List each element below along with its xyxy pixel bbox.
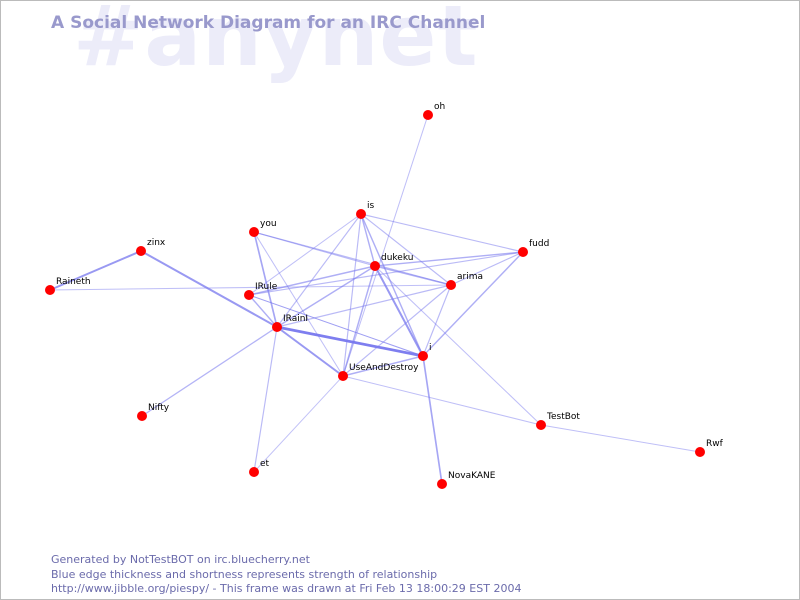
node-dot[interactable] xyxy=(536,420,546,430)
node-label: UseAndDestroy xyxy=(349,363,419,373)
node-IRule[interactable]: IRule xyxy=(244,282,278,300)
edge-UseAndDestroy-TestBot xyxy=(342,375,542,426)
node-arima[interactable]: arima xyxy=(446,272,483,290)
node-label: dukeku xyxy=(381,253,413,263)
edge-dukeku-i xyxy=(374,265,424,357)
node-dot[interactable] xyxy=(272,322,282,332)
edge-is-fudd xyxy=(360,213,524,253)
edge-is-dukeku xyxy=(360,213,376,267)
node-label: IRainI xyxy=(283,314,308,324)
node-dot[interactable] xyxy=(446,280,456,290)
edge-IRainI-zinx xyxy=(140,250,278,328)
edge-is-UseAndDestroy xyxy=(342,213,362,377)
node-zinx[interactable]: zinx xyxy=(136,238,166,256)
edge-IRule-i xyxy=(248,294,424,357)
edge-arima-UseAndDestroy xyxy=(342,284,452,377)
edge-i-UseAndDestroy xyxy=(342,355,424,377)
edge-you-arima xyxy=(253,231,452,286)
channel-watermark: #anynet xyxy=(73,0,479,85)
node-label: zinx xyxy=(147,238,166,248)
edge-layer xyxy=(49,114,701,485)
node-label: arima xyxy=(457,272,483,282)
node-TestBot[interactable]: TestBot xyxy=(536,412,580,430)
edge-IRainI-et xyxy=(253,326,278,473)
node-dot[interactable] xyxy=(418,351,428,361)
node-label: oh xyxy=(434,102,445,112)
footer-generated-by: Generated by NotTestBOT on irc.bluecherr… xyxy=(51,553,310,566)
node-is[interactable]: is xyxy=(356,201,375,219)
edge-IRainI-dukeku xyxy=(276,265,376,328)
node-fudd[interactable]: fudd xyxy=(518,239,549,257)
edge-arima-i xyxy=(422,284,452,357)
node-dot[interactable] xyxy=(45,285,55,295)
footer-notes: Generated by NotTestBOT on irc.bluecherr… xyxy=(51,553,521,597)
node-label: you xyxy=(260,219,277,229)
edge-i-IRule xyxy=(248,294,424,357)
edge-IRule-is xyxy=(248,213,362,296)
edge-you-IRainI xyxy=(253,231,278,328)
node-NovaKANE[interactable]: NovaKANE xyxy=(437,471,496,489)
node-oh[interactable]: oh xyxy=(423,102,445,120)
node-dot[interactable] xyxy=(137,411,147,421)
node-label: et xyxy=(260,459,270,469)
footer-link[interactable]: http://www.jibble.org/piespy/ - This fra… xyxy=(51,582,522,595)
edge-IRule-fudd xyxy=(248,251,524,296)
edge-IRainI-Nifty xyxy=(141,326,278,417)
edge-IRule-IRainI xyxy=(248,294,278,328)
node-et[interactable]: et xyxy=(249,459,270,477)
node-dot[interactable] xyxy=(249,227,259,237)
node-dot[interactable] xyxy=(338,371,348,381)
edge-dukeku-fudd xyxy=(374,251,524,267)
edge-dukeku-UseAndDestroy xyxy=(342,265,376,377)
node-IRainI[interactable]: IRainI xyxy=(272,314,308,332)
node-UseAndDestroy[interactable]: UseAndDestroy xyxy=(338,363,419,381)
node-i[interactable]: i xyxy=(418,343,432,361)
node-label: fudd xyxy=(529,239,549,249)
node-dukeku[interactable]: dukeku xyxy=(370,253,413,271)
edge-you-UseAndDestroy xyxy=(253,231,344,377)
edge-i-fudd xyxy=(422,251,524,357)
edge-i-NovaKANE xyxy=(422,355,443,485)
node-dot[interactable] xyxy=(244,290,254,300)
diagram-title: A Social Network Diagram for an IRC Chan… xyxy=(51,13,486,33)
edge-zinx-Raineth xyxy=(49,250,142,291)
edge-arima-IRainI xyxy=(276,284,452,328)
edge-IRainI-UseAndDestroy xyxy=(276,326,344,377)
node-dot[interactable] xyxy=(518,247,528,257)
node-label: Raineth xyxy=(56,277,91,287)
node-dot[interactable] xyxy=(695,447,705,457)
node-label: Nifty xyxy=(148,403,170,413)
edge-TestBot-Rwf xyxy=(540,424,701,453)
node-dot[interactable] xyxy=(249,467,259,477)
edge-arima-fudd xyxy=(450,251,524,286)
node-label: is xyxy=(367,201,375,211)
node-you[interactable]: you xyxy=(249,219,277,237)
edge-is-i xyxy=(360,213,424,357)
node-Raineth[interactable]: Raineth xyxy=(45,277,91,295)
edge-dukeku-TestBot xyxy=(374,265,542,426)
node-label: TestBot xyxy=(546,412,580,422)
node-label: IRule xyxy=(255,282,278,292)
node-label: i xyxy=(429,343,432,353)
edge-is-IRainI xyxy=(276,213,362,328)
node-dot[interactable] xyxy=(437,479,447,489)
node-dot[interactable] xyxy=(423,110,433,120)
node-label: Rwf xyxy=(706,439,724,449)
node-dot[interactable] xyxy=(356,209,366,219)
node-Nifty[interactable]: Nifty xyxy=(137,403,170,421)
edge-oh-UseAndDestroy xyxy=(342,114,429,377)
edge-et-UseAndDestroy xyxy=(253,375,344,473)
node-Rwf[interactable]: Rwf xyxy=(695,439,724,457)
node-dot[interactable] xyxy=(370,261,380,271)
node-dot[interactable] xyxy=(136,246,146,256)
footer-legend: Blue edge thickness and shortness repres… xyxy=(51,567,438,581)
node-label: NovaKANE xyxy=(448,471,496,481)
edge-Raineth-arima xyxy=(49,284,452,291)
edge-IRainI-i xyxy=(276,325,424,358)
edge-is-arima xyxy=(360,213,452,286)
